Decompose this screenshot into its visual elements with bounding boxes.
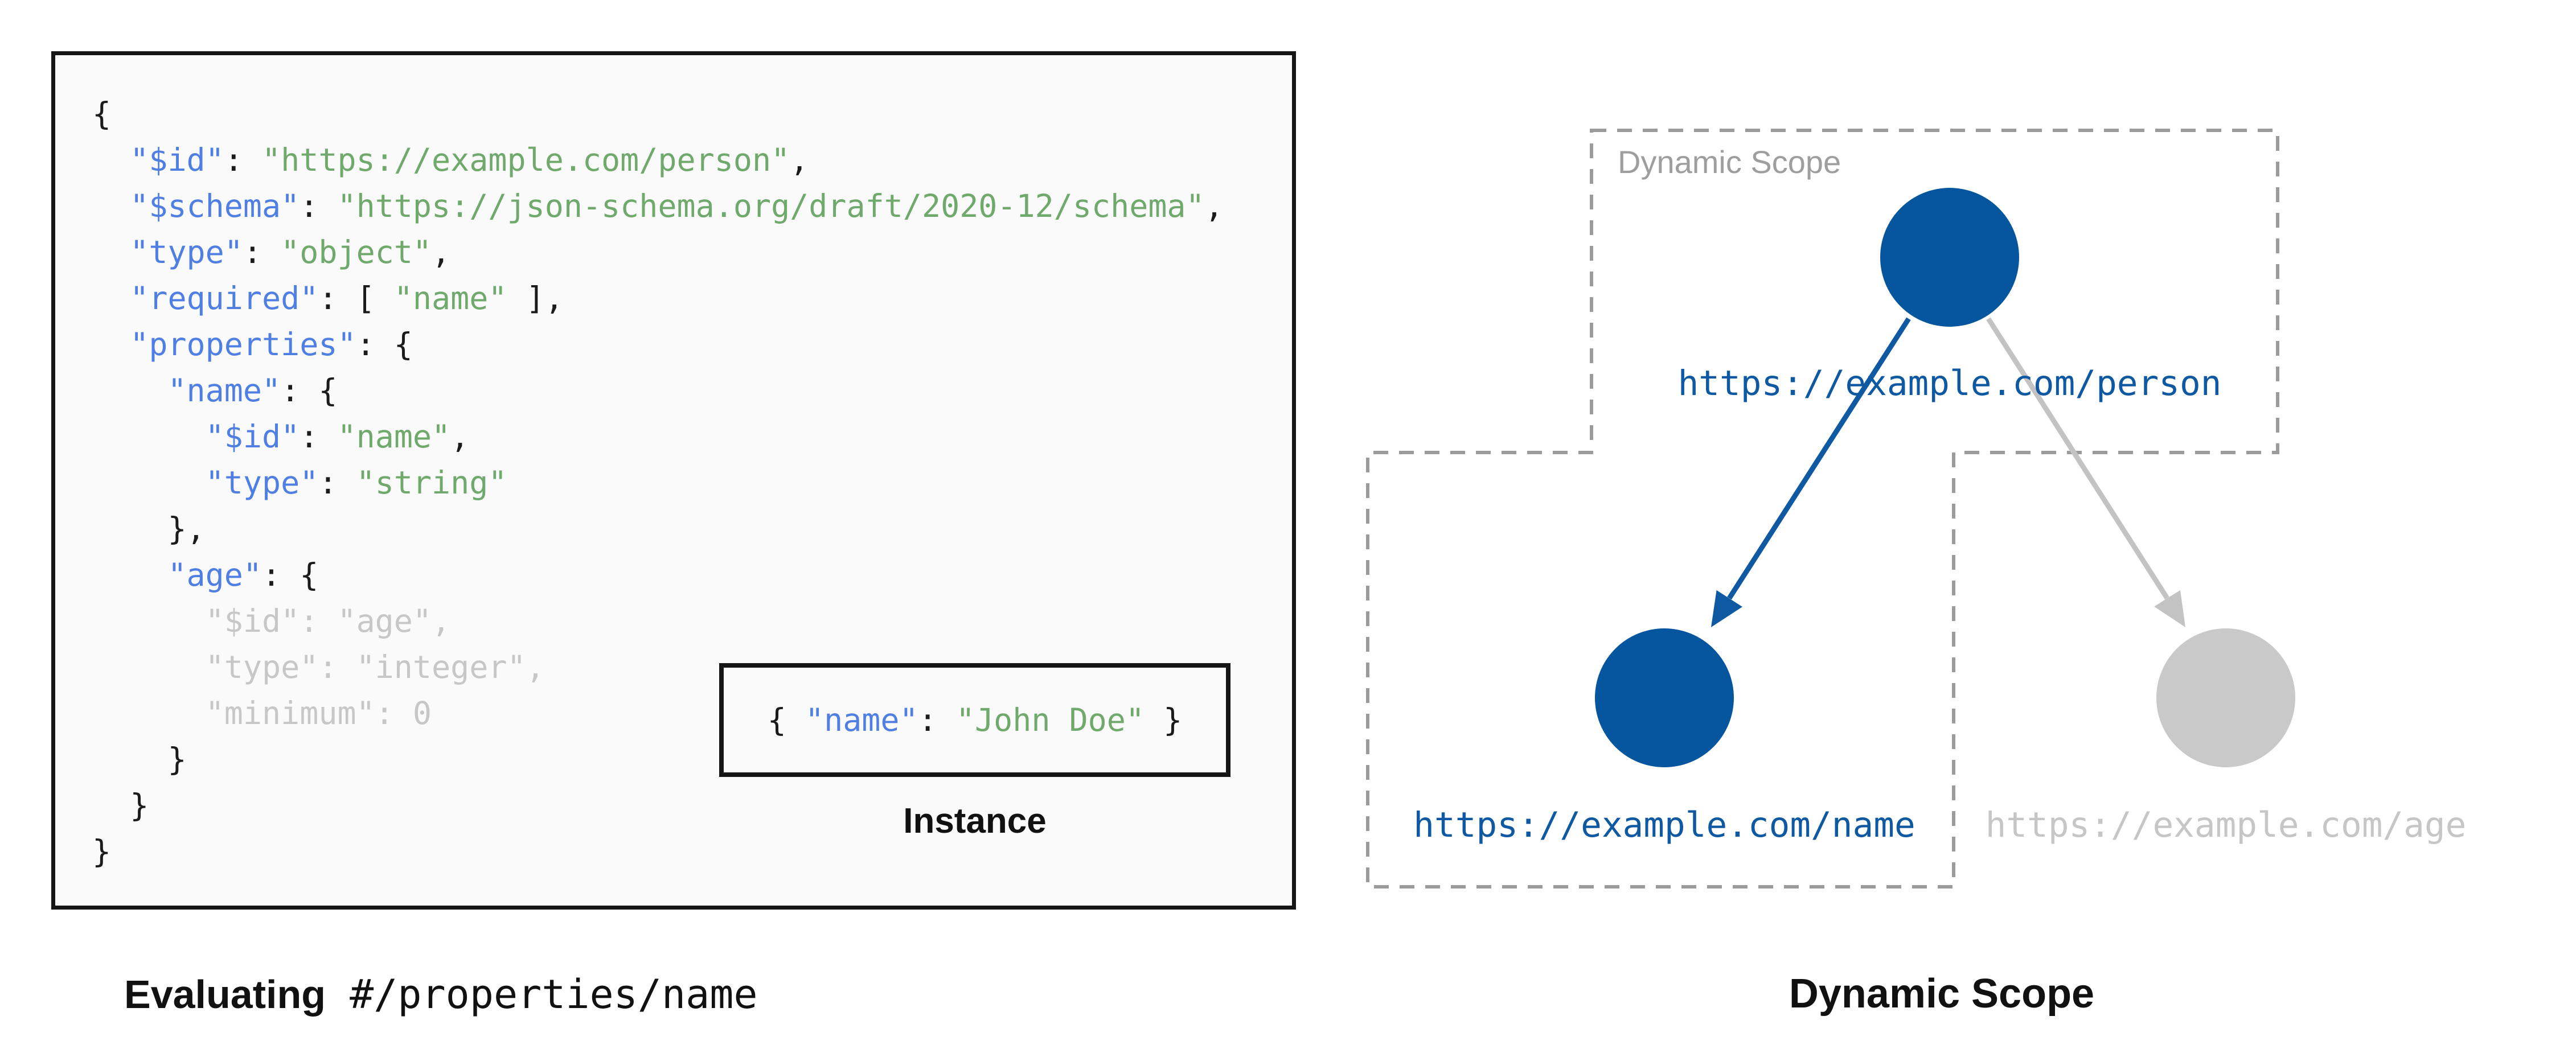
code-token: "$id": "age", (205, 603, 451, 639)
schema-code: {"$id": "https://example.com/person","$s… (92, 91, 1224, 875)
node-person-label: https://example.com/person (1677, 363, 2222, 404)
code-line: "$id": "name", (92, 414, 1224, 460)
code-token: "$id" (205, 418, 300, 455)
node-age (2156, 628, 2295, 767)
code-token: { (767, 702, 805, 738)
dynamic-scope-outline (1366, 129, 2279, 889)
dynamic-scope-box-label: Dynamic Scope (1618, 144, 1841, 180)
instance-code: { "name": "John Doe" } (768, 702, 1183, 738)
code-token: } (1145, 702, 1183, 738)
code-token: "John Doe" (955, 702, 1145, 738)
code-token: "type": "integer", (205, 649, 545, 685)
code-line: "$id": "age", (92, 598, 1224, 644)
code-token: "name" (167, 372, 281, 409)
code-token: : (243, 234, 281, 270)
code-line: "type": "string" (92, 460, 1224, 506)
code-line: "type": "object", (92, 229, 1224, 275)
node-name-label: https://example.com/name (1413, 805, 1915, 845)
code-line: }, (92, 506, 1224, 552)
left-caption: Evaluating #/properties/name (124, 969, 758, 1020)
left-caption-json-pointer: #/properties/name (325, 971, 758, 1018)
code-token: : { (281, 372, 338, 409)
instance-box: { "name": "John Doe" } (719, 663, 1230, 777)
code-token: "properties" (130, 326, 356, 363)
diagram-caption: Dynamic Scope (1789, 971, 2095, 1017)
code-token: "string" (356, 464, 507, 501)
code-token: , (432, 234, 451, 270)
edge-person-to-age-arrowhead-icon (2154, 590, 2185, 627)
code-token: : { (262, 557, 319, 593)
code-token: "object" (281, 234, 432, 270)
node-age-label: https://example.com/age (1985, 805, 2467, 845)
code-token: , (450, 418, 470, 455)
code-line: "type": "integer", (92, 644, 1224, 690)
node-person (1880, 188, 2019, 327)
schema-panel: {"$id": "https://example.com/person","$s… (51, 51, 1296, 910)
code-token: : (300, 188, 338, 224)
code-token: } (92, 833, 112, 870)
code-token: "name" (337, 418, 451, 455)
code-token: , (1204, 188, 1224, 224)
code-token: } (167, 741, 187, 778)
code-token: : (300, 418, 338, 455)
code-token: }, (167, 511, 206, 547)
code-token: } (130, 787, 149, 824)
edge-person-to-name-arrowhead-icon (1711, 590, 1742, 627)
code-line: } (92, 783, 1224, 829)
code-token: : (224, 142, 262, 178)
code-token: "name" (805, 702, 918, 738)
code-line: "name": { (92, 368, 1224, 414)
code-line: "age": { (92, 552, 1224, 598)
left-caption-evaluating: Evaluating (124, 972, 326, 1017)
code-token: "$id" (130, 142, 224, 178)
code-token: "https://json-schema.org/draft/2020-12/s… (337, 188, 1205, 224)
code-token: : (318, 464, 356, 501)
dynamic-scope-diagram (1366, 129, 2295, 889)
code-token: "age" (167, 557, 262, 593)
code-line: } (92, 737, 1224, 783)
code-line: "properties": { (92, 322, 1224, 368)
code-token: : [ (318, 280, 394, 316)
code-line: "$schema": "https://json-schema.org/draf… (92, 183, 1224, 229)
code-token: { (92, 96, 112, 132)
code-token: ], (507, 280, 564, 316)
edge-person-to-age (1986, 317, 2169, 600)
code-line: { (92, 91, 1224, 137)
code-token: "type" (130, 234, 243, 270)
code-token: : { (356, 326, 413, 363)
code-line: "$id": "https://example.com/person", (92, 137, 1224, 183)
code-line: } (92, 829, 1224, 875)
code-token: "name" (393, 280, 507, 316)
edge-person-to-name (1727, 317, 1911, 600)
code-token: "required" (130, 280, 319, 316)
code-token: "https://example.com/person" (262, 142, 790, 178)
code-token: , (790, 142, 809, 178)
code-token: : (918, 702, 956, 738)
code-token: "type" (205, 464, 319, 501)
instance-label: Instance (903, 801, 1047, 841)
code-line: "minimum": 0 (92, 690, 1224, 737)
code-token: "minimum": 0 (205, 695, 432, 731)
code-line: "required": [ "name" ], (92, 275, 1224, 322)
node-name (1595, 628, 1734, 767)
code-token: "$schema" (130, 188, 300, 224)
